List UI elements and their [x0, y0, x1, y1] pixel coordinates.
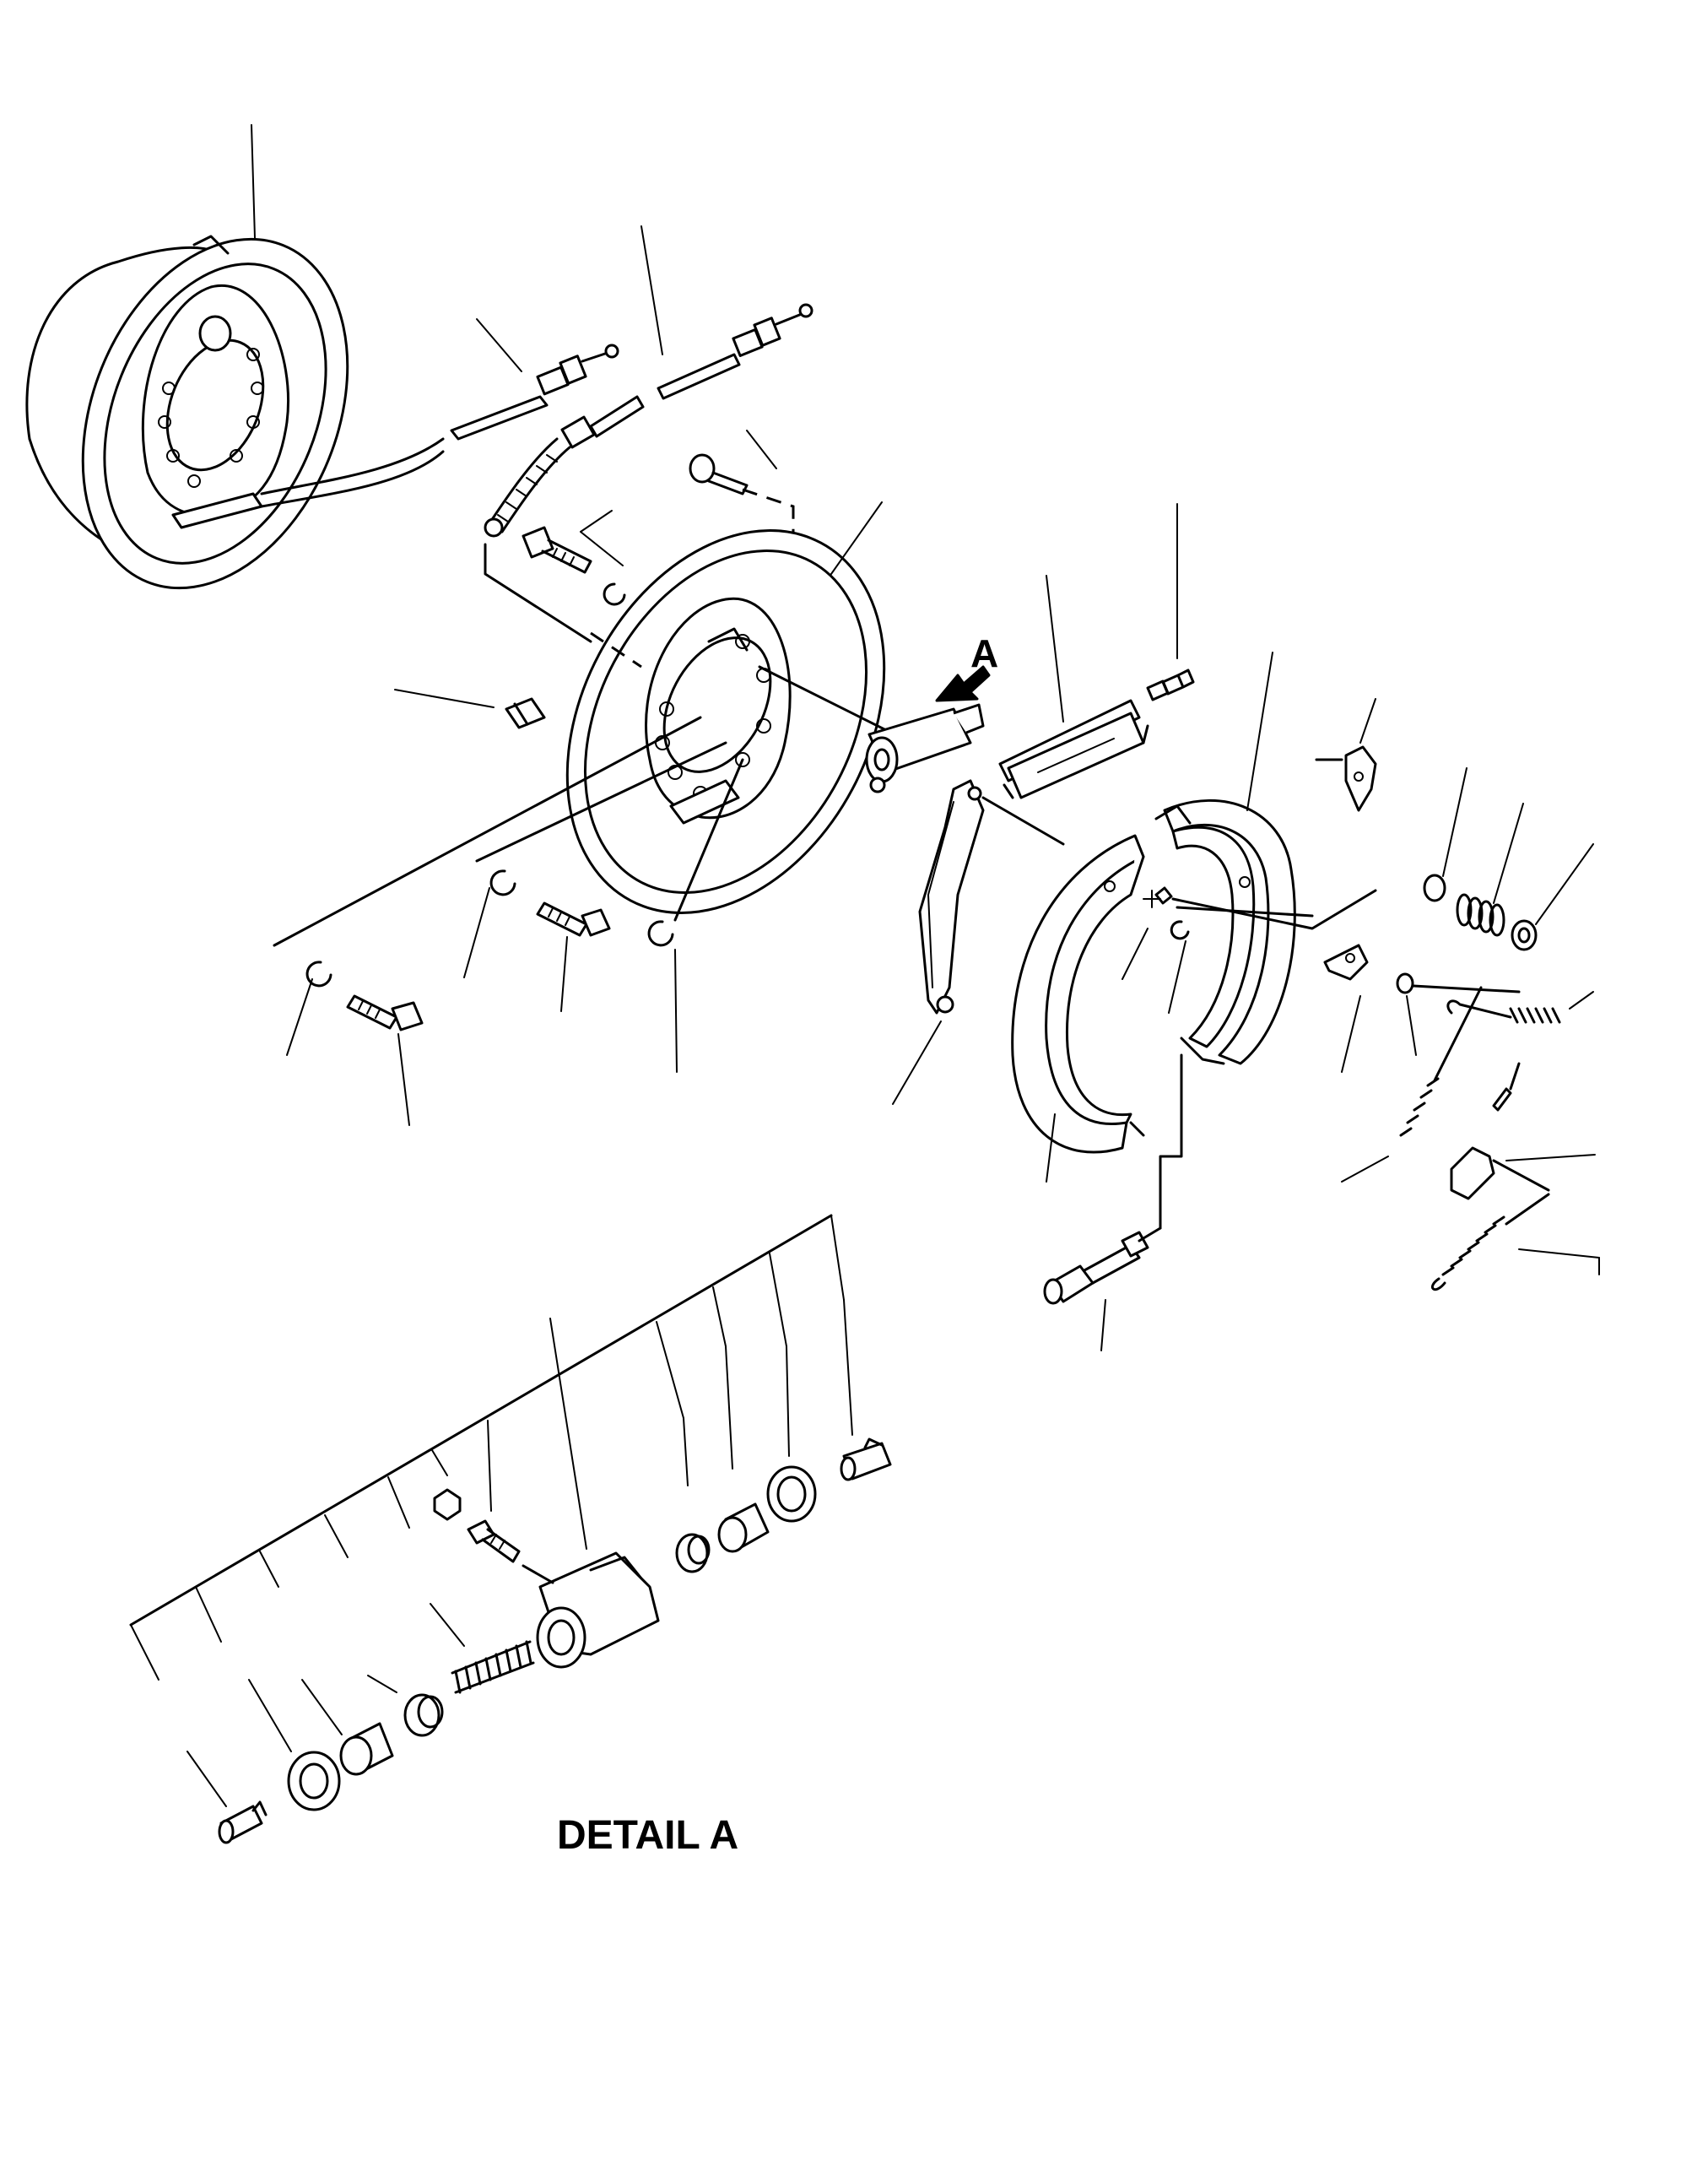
- view-label-a: A: [970, 631, 998, 675]
- detail-a-bleeder-cap: [433, 1488, 462, 1521]
- adjuster-pawl: [1450, 1146, 1550, 1200]
- callout-leaders: [251, 124, 1600, 1351]
- wheel-cylinder: [865, 703, 985, 793]
- backing-plate-left: [25, 235, 445, 590]
- brake-shoe-rear: [1154, 798, 1296, 1065]
- detail-a-push-rod-left: [218, 1800, 268, 1844]
- axis-line-2: [475, 741, 727, 863]
- lock-washer-lower-left: [305, 961, 332, 988]
- lock-washer-lower: [647, 920, 674, 947]
- washer-right: [1423, 874, 1446, 902]
- return-spring-left: [1399, 986, 1483, 1137]
- retainer-clip: [1170, 920, 1190, 940]
- detail-a-piston-left: [339, 1722, 394, 1776]
- pivot-plate: [1323, 944, 1369, 981]
- hose-leader: [484, 543, 592, 643]
- adjuster-strut: [998, 699, 1149, 799]
- lock-washer-upper: [603, 582, 626, 606]
- brake-hose: [484, 395, 645, 538]
- mounting-bolt-upper: [522, 526, 592, 574]
- detail-a-boot-left: [287, 1751, 341, 1811]
- detail-a-title: DETAIL A: [557, 1813, 738, 1858]
- lock-washer-mid: [489, 869, 516, 896]
- eyelet-washer: [1396, 972, 1521, 994]
- detail-a-bleeder-screw: [467, 1519, 521, 1563]
- brake-shoe-front: [1011, 834, 1145, 1154]
- return-spring-upper: [1446, 999, 1561, 1024]
- detail-a-spring: [451, 1640, 535, 1694]
- spring-right: [1456, 893, 1505, 937]
- detail-a-cylinder-body: [522, 1551, 660, 1669]
- shoe-retainer-pin: [1143, 886, 1173, 908]
- parking-brake-cable-upper: [450, 344, 619, 441]
- adjuster-screw: [1043, 1226, 1162, 1305]
- detail-a-piston-right: [717, 1502, 770, 1553]
- parking-brake-lever: [918, 779, 1065, 1015]
- cylinder-axis: [758, 665, 896, 736]
- backing-plate-main: [565, 529, 886, 914]
- bolt-lower-left: [346, 994, 424, 1031]
- bolt-axis: [673, 758, 744, 922]
- screw-leader: [1159, 1053, 1183, 1230]
- detail-a-boot-right: [766, 1465, 817, 1523]
- shoe-leader-2: [1176, 906, 1314, 918]
- adjuster-spring: [1146, 669, 1195, 701]
- dust-plug: [505, 697, 546, 729]
- pin-clip: [1492, 1062, 1521, 1112]
- parking-brake-cable-right: [657, 303, 813, 400]
- detail-a-push-rod-right: [840, 1437, 892, 1481]
- axis-dash-1: [590, 631, 642, 669]
- return-spring-lower: [1430, 1193, 1550, 1291]
- detail-a-cup-left: [403, 1693, 444, 1737]
- cap-washer-right: [1511, 919, 1538, 951]
- detail-a-leaders: [129, 1214, 853, 1807]
- detail-a-cup-right: [675, 1533, 711, 1573]
- axis-line-1: [273, 716, 702, 947]
- adjuster-lever-plate: [1315, 745, 1377, 812]
- bolt-mid: [536, 901, 611, 937]
- view-arrow-a: A: [935, 631, 998, 702]
